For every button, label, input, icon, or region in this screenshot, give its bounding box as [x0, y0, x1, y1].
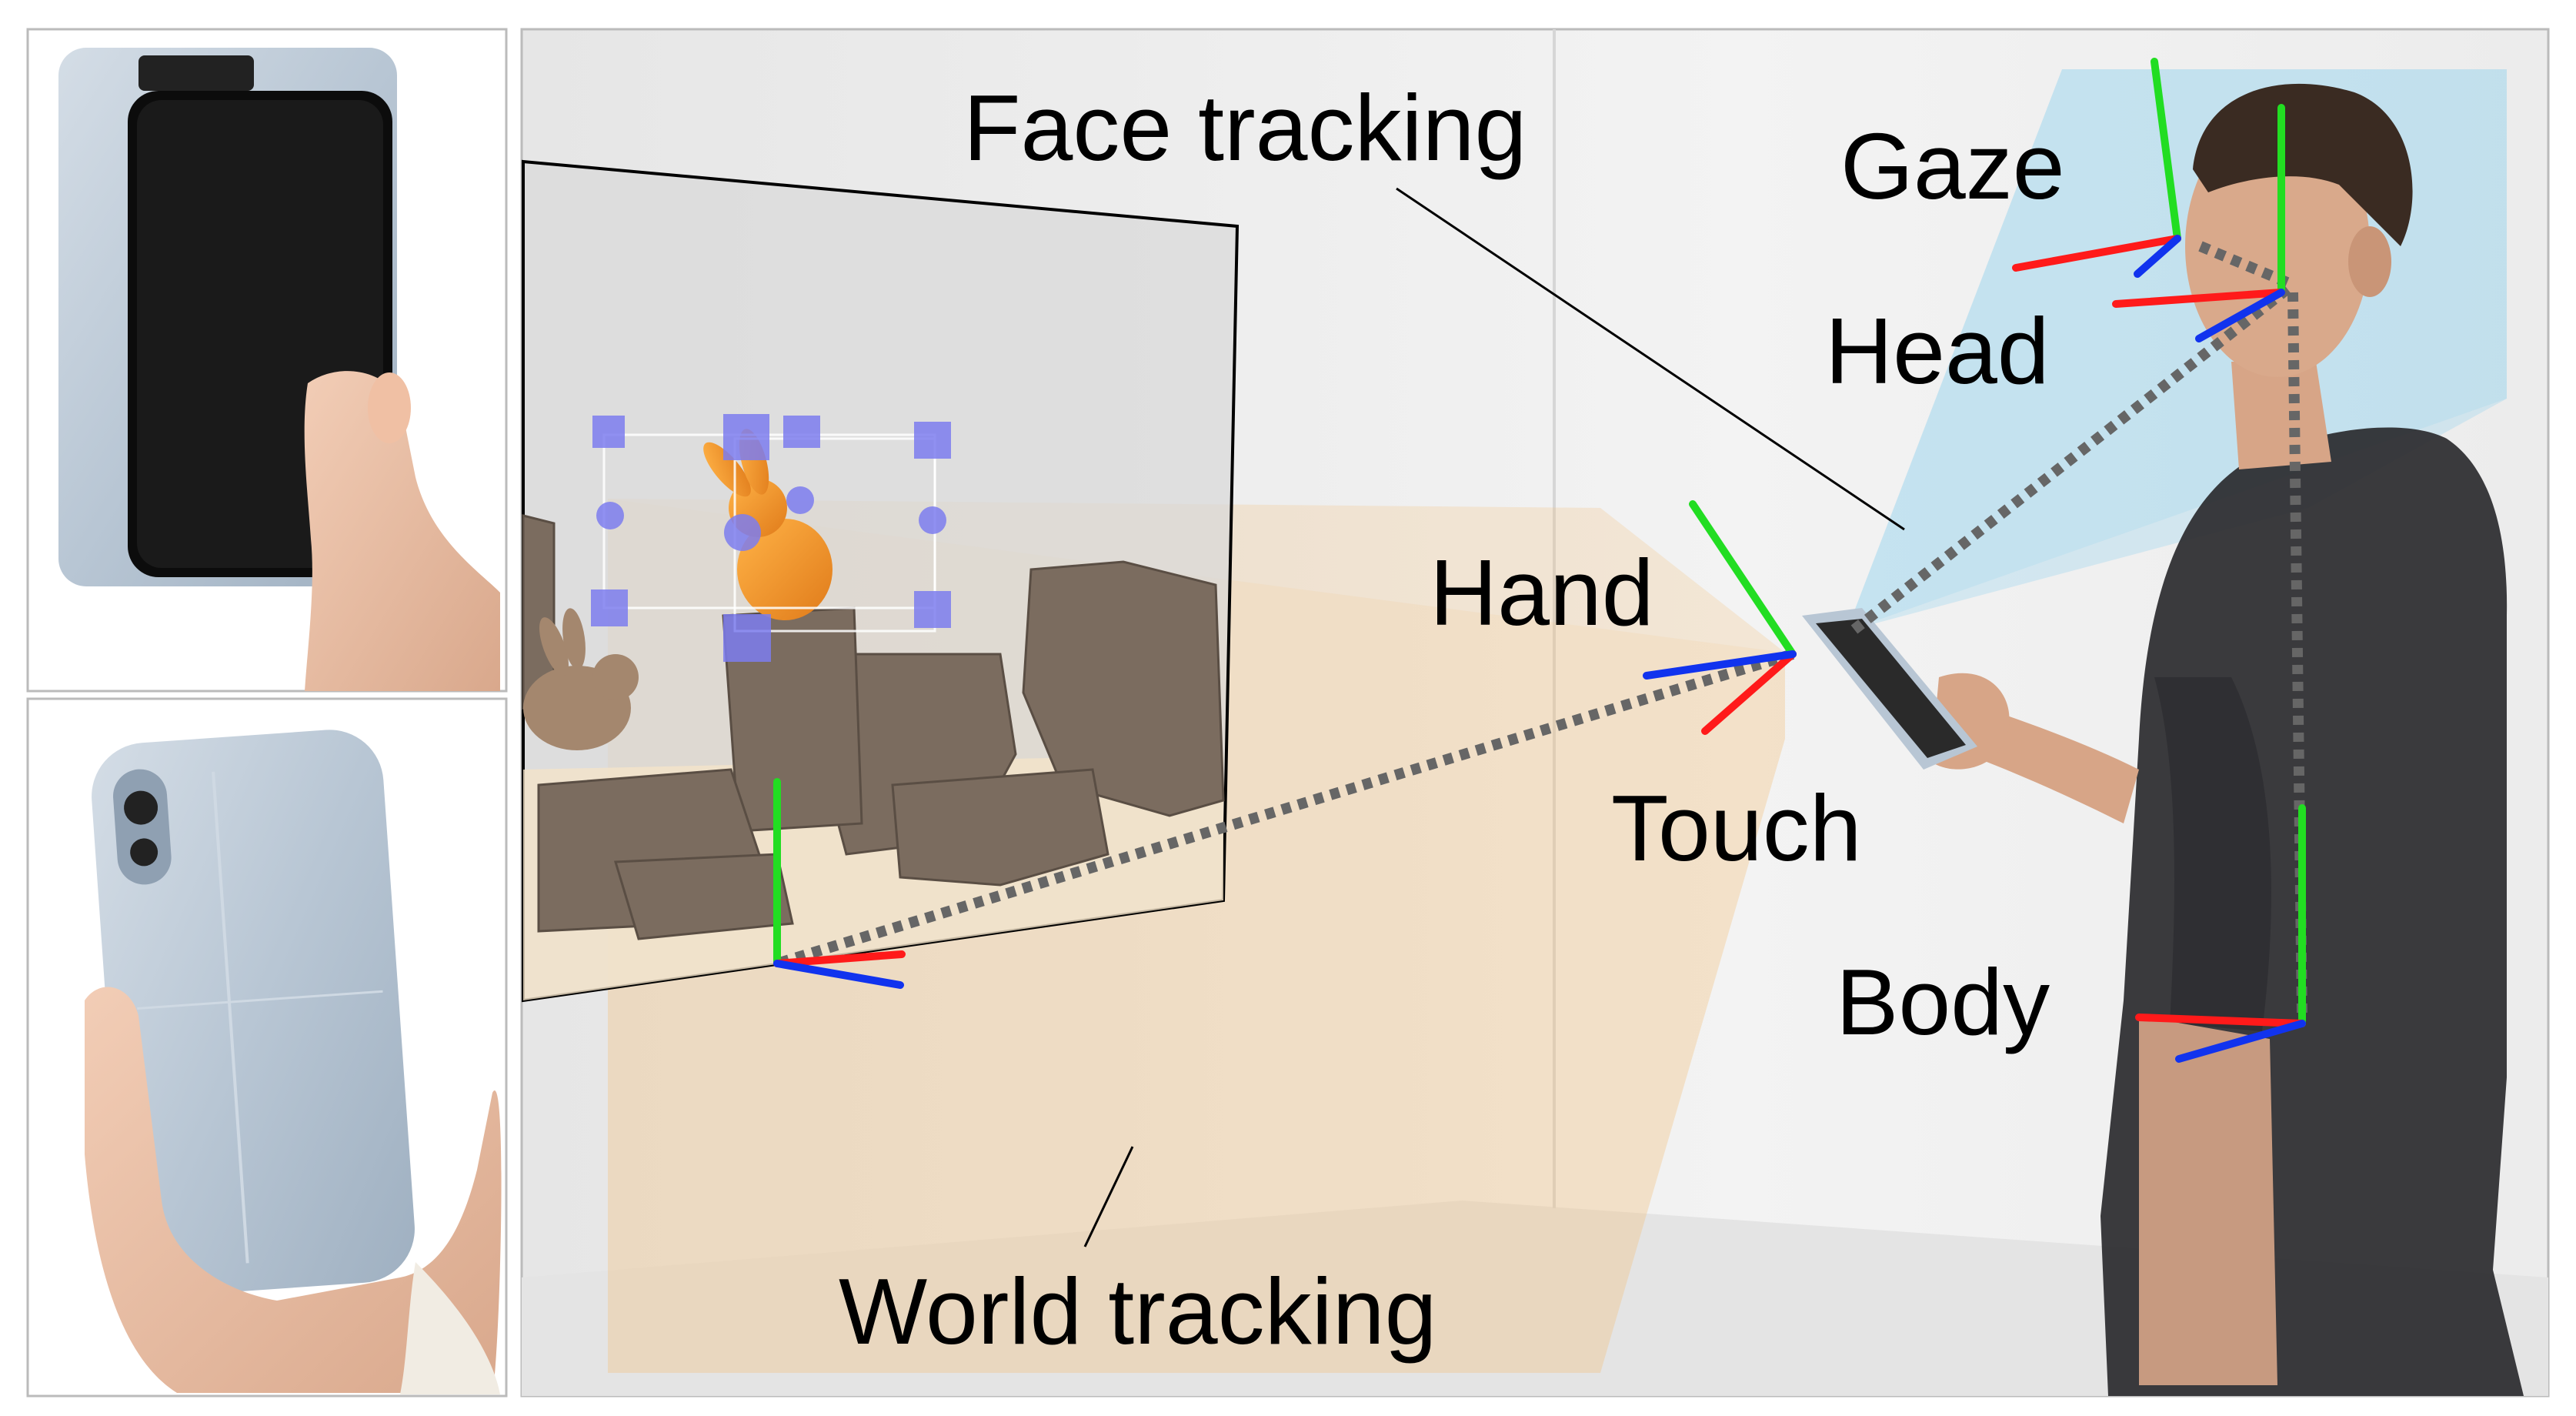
handheld-phone [1802, 608, 1977, 770]
person-holding-phone [1924, 83, 2524, 1396]
bunny-small [523, 608, 639, 750]
bunny-3d-model [703, 429, 833, 620]
hand-axes [1643, 500, 1797, 735]
phone-case-back [92, 730, 415, 1296]
bbox-handles [591, 414, 951, 662]
hand-front [304, 371, 500, 691]
face-tracking-line [1850, 280, 2297, 634]
face-tracking-label: Face tracking [963, 75, 1527, 180]
face-tracking-leader [1396, 187, 1905, 531]
main-scene-panel: Face tracking Gaze Head Hand Touch Body … [520, 28, 2550, 1398]
world-tracking-label: World tracking [839, 1259, 1436, 1364]
body-tracking-line [2287, 292, 2307, 1017]
gaze-label: Gaze [1840, 114, 2065, 219]
phone-back-panel [26, 697, 508, 1398]
gaze-axes [2012, 58, 2181, 278]
body-axes [2135, 804, 2306, 1063]
head-label: Head [1825, 299, 2050, 403]
head-axes [2112, 104, 2285, 342]
world-tracking-leader [1083, 1146, 1134, 1247]
phone-front-panel [26, 28, 508, 693]
body-label: Body [1836, 950, 2050, 1054]
touch-label: Touch [1611, 776, 1862, 880]
world-axes [773, 778, 906, 989]
hand-label: Hand [1430, 540, 1654, 645]
tracking-lines [775, 241, 2307, 1017]
world-tracking-line [775, 649, 1795, 969]
rock-scene [522, 514, 1225, 940]
hand-back [85, 987, 502, 1393]
